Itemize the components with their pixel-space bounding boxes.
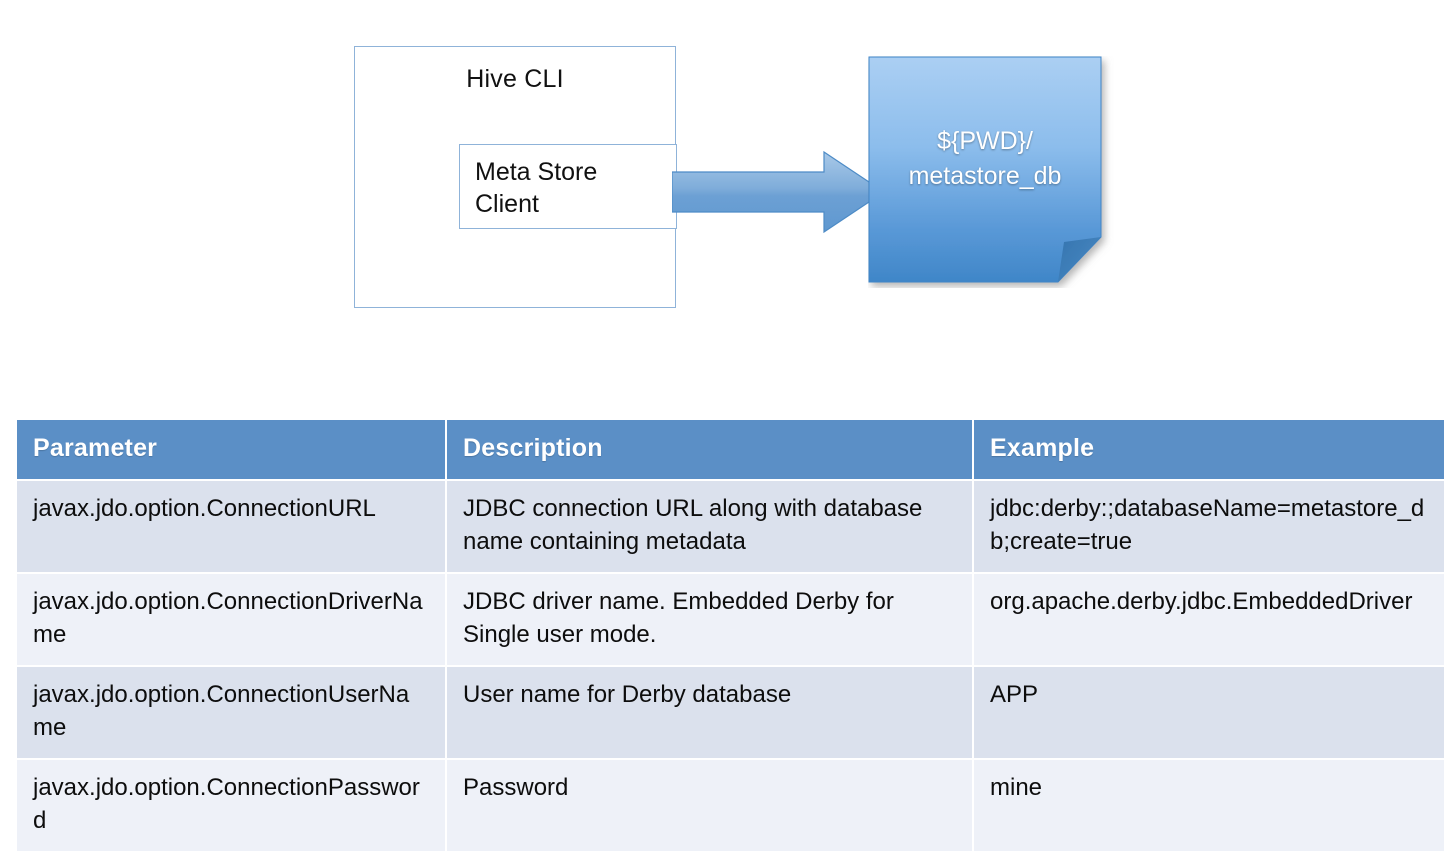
cell-example: mine <box>974 760 1444 851</box>
table-row: javax.jdo.option.ConnectionUserName User… <box>17 667 1444 758</box>
column-header-description: Description <box>447 420 972 479</box>
cell-example: org.apache.derby.jdbc.EmbeddedDriver <box>974 574 1444 665</box>
table-row: javax.jdo.option.ConnectionDriverName JD… <box>17 574 1444 665</box>
cell-description: User name for Derby database <box>447 667 972 758</box>
cell-parameter: javax.jdo.option.ConnectionUserName <box>17 667 445 758</box>
table-row: javax.jdo.option.ConnectionPassword Pass… <box>17 760 1444 851</box>
cell-description: JDBC connection URL along with database … <box>447 481 972 572</box>
table-row: javax.jdo.option.ConnectionURL JDBC conn… <box>17 481 1444 572</box>
cell-description: Password <box>447 760 972 851</box>
hive-metastore-parameters-table: Parameter Description Example javax.jdo.… <box>15 418 1446 853</box>
hive-cli-title: Hive CLI <box>466 65 564 93</box>
cell-example: jdbc:derby:;databaseName=metastore_db;cr… <box>974 481 1444 572</box>
flow-arrow <box>671 150 886 234</box>
cell-parameter: javax.jdo.option.ConnectionDriverName <box>17 574 445 665</box>
cell-description: JDBC driver name. Embedded Derby for Sin… <box>447 574 972 665</box>
cell-parameter: javax.jdo.option.ConnectionPassword <box>17 760 445 851</box>
folded-document-icon <box>868 56 1102 283</box>
right-arrow-icon <box>671 150 886 234</box>
cell-example: APP <box>974 667 1444 758</box>
column-header-example: Example <box>974 420 1444 479</box>
metastore-db-shape: ${PWD}/metastore_db <box>868 56 1114 288</box>
column-header-parameter: Parameter <box>17 420 445 479</box>
cell-parameter: javax.jdo.option.ConnectionURL <box>17 481 445 572</box>
table-header-row: Parameter Description Example <box>17 420 1444 479</box>
